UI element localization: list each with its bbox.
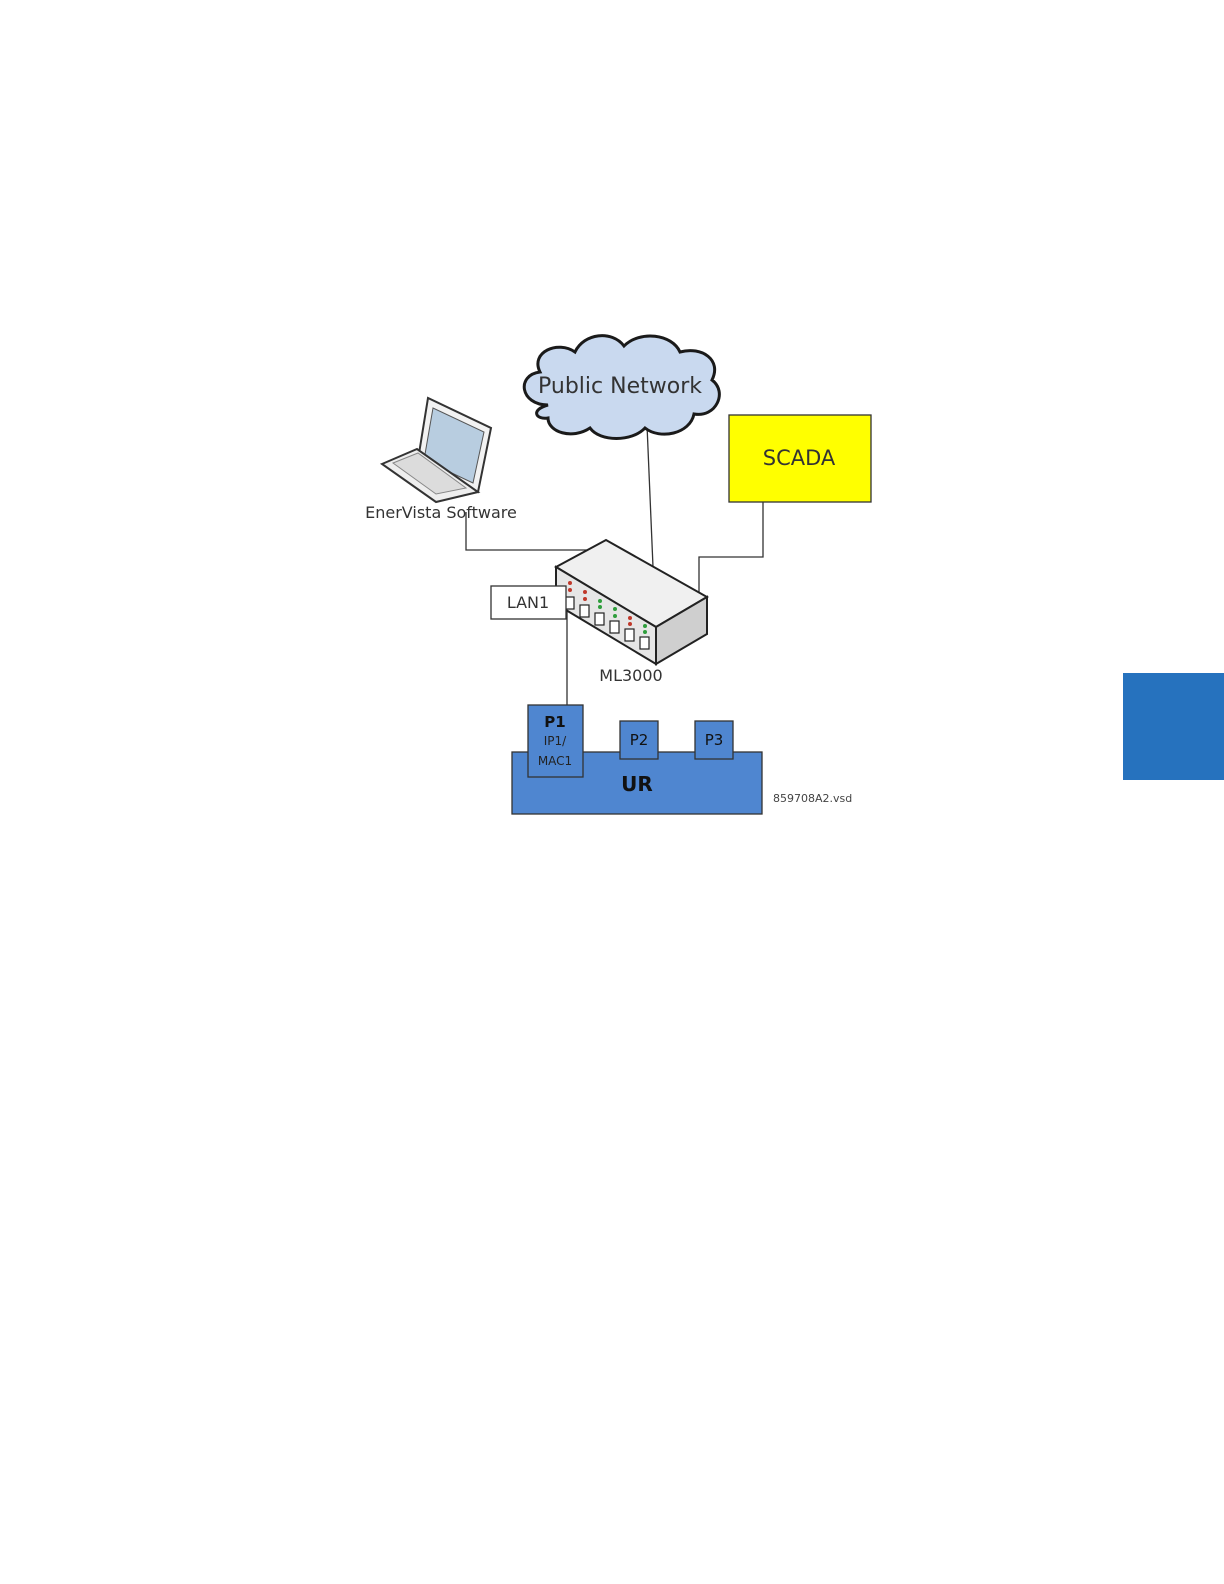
chapter-side-tab [1123, 673, 1224, 780]
scada-label: SCADA [763, 446, 836, 470]
ur-device: UR P1 IP1/ MAC1 P2 P3 [512, 705, 762, 814]
laptop-label: EnerVista Software [365, 503, 517, 522]
cloud-switch-link [647, 425, 653, 567]
public-network-label: Public Network [538, 374, 702, 399]
scada-switch-link [699, 502, 763, 592]
ur-label: UR [621, 772, 653, 796]
public-network-cloud: Public Network [524, 336, 719, 439]
port-p1-ip: IP1/ [544, 734, 567, 748]
file-reference: 859708A2.vsd [773, 792, 852, 805]
laptop-icon: EnerVista Software [365, 398, 517, 522]
scada-box: SCADA [729, 415, 871, 502]
port-p2-label: P2 [630, 731, 649, 749]
port-p1-label: P1 [544, 713, 565, 731]
port-p1-mac: MAC1 [538, 754, 572, 768]
lan1-box: LAN1 [491, 586, 566, 619]
switch-icon: ML3000 [556, 540, 707, 685]
switch-label: ML3000 [599, 666, 662, 685]
port-p3-label: P3 [705, 731, 724, 749]
lan1-label: LAN1 [507, 593, 549, 612]
